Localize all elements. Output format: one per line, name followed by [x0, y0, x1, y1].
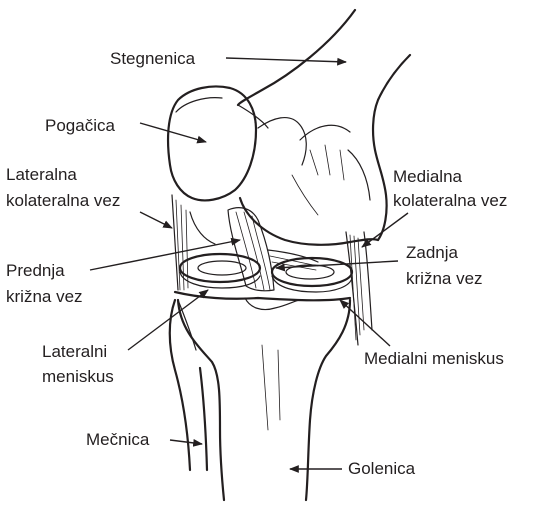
patella-bone [168, 87, 256, 201]
label-medmen-text: Medialni meniskus [364, 349, 504, 368]
label-lcl-line1: Lateralna [6, 165, 77, 184]
label-fibula-text: Mečnica [86, 430, 150, 449]
label-patella: Pogačica [45, 116, 206, 142]
pointer-femur [226, 58, 346, 62]
label-acl-line2: križna vez [6, 287, 83, 306]
label-fibula: Mečnica [86, 430, 202, 449]
anterior-cruciate-ligament [228, 208, 274, 291]
label-mcl-line2: kolateralna vez [393, 191, 507, 210]
label-patella-text: Pogačica [45, 116, 115, 135]
label-tibia-text: Golenica [348, 459, 416, 478]
label-pcl-line2: križna vez [406, 269, 483, 288]
lateral-collateral-ligament [172, 195, 215, 290]
label-latmen-line1: Lateralni [42, 342, 107, 361]
label-femur-text: Stegnenica [110, 49, 196, 68]
pointer-patella [140, 123, 206, 142]
label-lateral-collateral: Lateralna kolateralna vez [6, 165, 172, 228]
label-lcl-line2: kolateralna vez [6, 191, 120, 210]
label-mcl-line1: Medialna [393, 167, 463, 186]
label-medial-meniscus: Medialni meniskus [340, 300, 504, 368]
pointer-lcl [140, 212, 172, 228]
label-acl-line1: Prednja [6, 261, 65, 280]
pointer-medial-meniscus [340, 300, 390, 346]
medial-collateral-ligament [346, 232, 372, 345]
knee-illustration [168, 10, 410, 500]
femur-bone [238, 10, 410, 245]
label-latmen-line2: meniskus [42, 367, 114, 386]
pointer-fibula [170, 440, 202, 444]
label-femur: Stegnenica [110, 49, 346, 68]
pointer-lateral-meniscus [128, 290, 208, 350]
lateral-meniscus [180, 254, 260, 288]
label-pcl-line1: Zadnja [406, 243, 459, 262]
medial-meniscus [272, 258, 352, 292]
